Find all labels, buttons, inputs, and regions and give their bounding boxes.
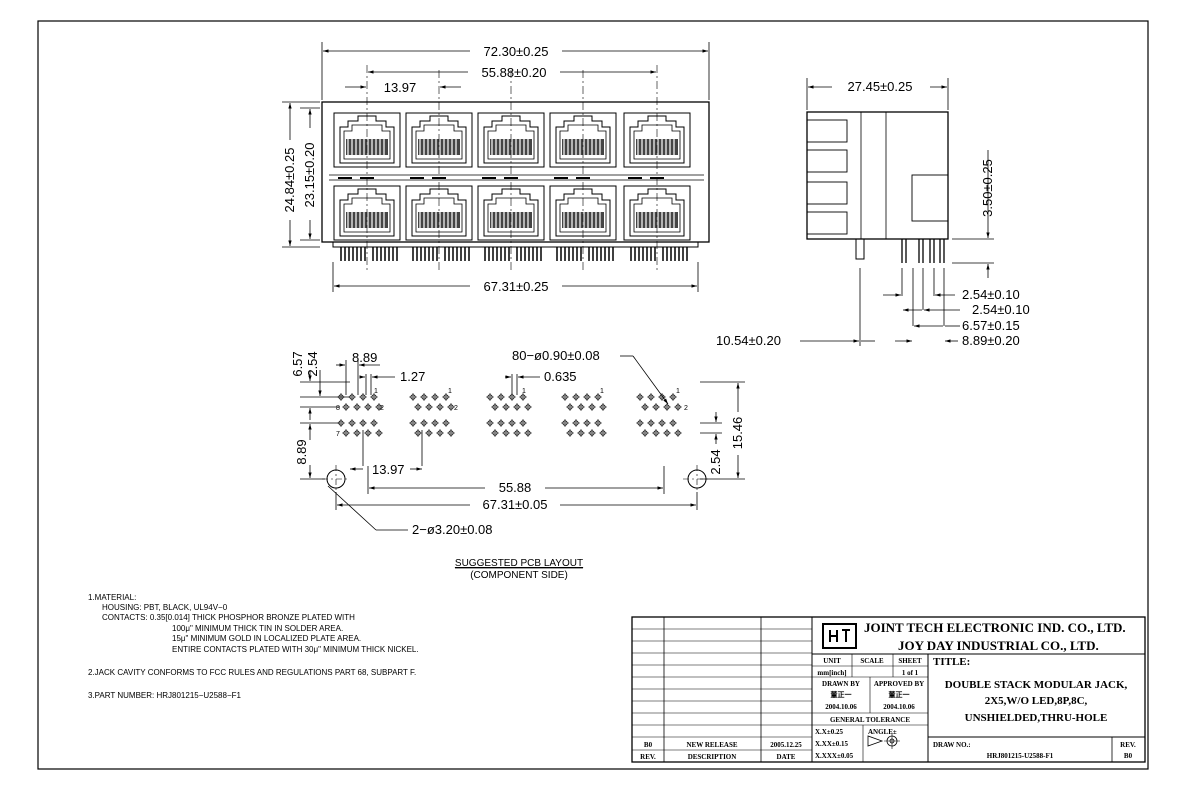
svg-text:REV.: REV. xyxy=(1120,741,1136,749)
dim-depth: 27.45±0.25 xyxy=(848,79,913,94)
pcb-dim-6731: 67.31±0.05 xyxy=(483,497,548,512)
svg-text:董正一: 董正一 xyxy=(889,690,910,699)
svg-text:1 of 1: 1 of 1 xyxy=(902,669,919,677)
svg-text:1.MATERIAL:: 1.MATERIAL: xyxy=(88,593,136,602)
svg-text:SHEET: SHEET xyxy=(898,657,922,665)
svg-text:ANGLE±: ANGLE± xyxy=(868,728,897,736)
svg-text:3.PART NUMBER: HRJ801215−U2588: 3.PART NUMBER: HRJ801215−U2588−F1 xyxy=(88,691,242,700)
side-dimensions xyxy=(800,78,994,346)
pcb-dim-254b: 2.54 xyxy=(708,449,723,474)
svg-text:1: 1 xyxy=(600,388,604,395)
pcb-caption: SUGGESTED PCB LAYOUT xyxy=(455,558,583,569)
pcb-dim-657: 6.57 xyxy=(290,351,305,376)
svg-text:2X5,W/O LED,8P,8C,: 2X5,W/O LED,8P,8C, xyxy=(985,695,1088,707)
svg-text:2004.10.06: 2004.10.06 xyxy=(883,703,915,711)
pcb-dim-5588: 55.88 xyxy=(499,480,532,495)
pcb-dim-127: 1.27 xyxy=(400,369,425,384)
pin-numbers: 1 2 8 7 1 2 1 1 1 2 xyxy=(336,388,688,438)
svg-text:DOUBLE STACK MODULAR JACK,: DOUBLE STACK MODULAR JACK, xyxy=(945,679,1128,691)
svg-text:2004.10.06: 2004.10.06 xyxy=(825,703,857,711)
svg-text:100μ" MINIMUM THICK TIN IN SOL: 100μ" MINIMUM THICK TIN IN SOLDER AREA. xyxy=(172,624,343,633)
svg-text:HRJ801215-U2588-F1: HRJ801215-U2588-F1 xyxy=(987,752,1054,760)
svg-text:DRAW NO.:: DRAW NO.: xyxy=(933,741,971,749)
svg-text:1: 1 xyxy=(522,388,526,395)
led-windows xyxy=(338,177,664,179)
dim-standoff: 3.50±0.25 xyxy=(980,159,995,217)
dim-pin-c: 6.57±0.15 xyxy=(962,318,1020,333)
svg-text:ENTIRE CONTACTS PLATED WITH 30: ENTIRE CONTACTS PLATED WITH 30μ" MINIMUM… xyxy=(172,645,419,654)
pcb-dim-1546: 15.46 xyxy=(730,417,745,450)
company-logo xyxy=(822,623,857,649)
svg-text:TITLE:: TITLE: xyxy=(933,656,970,668)
upper-ports xyxy=(333,112,691,168)
svg-text:2005.12.25: 2005.12.25 xyxy=(770,741,802,749)
svg-text:DRAWN BY: DRAWN BY xyxy=(822,680,860,688)
svg-text:NEW RELEASE: NEW RELEASE xyxy=(686,741,737,749)
svg-text:REV.: REV. xyxy=(640,753,656,761)
svg-text:UNIT: UNIT xyxy=(823,657,841,665)
lower-ports xyxy=(333,185,691,241)
dim-pin-a: 2.54±0.10 xyxy=(962,287,1020,302)
svg-text:1: 1 xyxy=(676,388,680,395)
svg-text:GENERAL TOLERANCE: GENERAL TOLERANCE xyxy=(830,716,910,724)
svg-text:X.XX±0.15: X.XX±0.15 xyxy=(815,740,849,748)
svg-text:JOY DAY INDUSTRIAL CO., LTD.: JOY DAY INDUSTRIAL CO., LTD. xyxy=(898,638,1099,653)
pcb-dim-889a: 8.89 xyxy=(352,350,377,365)
pcb-dim-254a: 2.54 xyxy=(305,351,320,376)
pcb-caption-sub: (COMPONENT SIDE) xyxy=(470,570,568,581)
dim-pin-span: 67.31±0.25 xyxy=(484,279,549,294)
pcb-dim-889b: 8.89 xyxy=(294,439,309,464)
pcb-dimensions xyxy=(300,355,745,531)
front-view xyxy=(321,65,710,270)
dim-pin-b: 2.54±0.10 xyxy=(972,302,1030,317)
svg-text:mm[inch]: mm[inch] xyxy=(817,669,846,677)
svg-text:JOINT TECH ELECTRONIC IND. CO.: JOINT TECH ELECTRONIC IND. CO., LTD. xyxy=(864,620,1126,635)
svg-text:8: 8 xyxy=(336,405,340,412)
svg-text:1: 1 xyxy=(374,388,378,395)
svg-text:2: 2 xyxy=(454,405,458,412)
pcb-dim-0635: 0.635 xyxy=(544,369,577,384)
dim-body-height: 23.15±0.20 xyxy=(302,143,317,208)
svg-text:DATE: DATE xyxy=(777,753,796,761)
front-pins xyxy=(340,246,688,262)
dim-overall-width: 72.30±0.25 xyxy=(484,44,549,59)
front-dimensions xyxy=(282,42,710,292)
dim-pitch-span: 55.88±0.20 xyxy=(482,65,547,80)
svg-text:2: 2 xyxy=(684,405,688,412)
svg-text:15μ" MINIMUM GOLD IN LOCALIZED: 15μ" MINIMUM GOLD IN LOCALIZED PLATE ARE… xyxy=(172,634,361,643)
title-block xyxy=(631,616,1146,763)
sheet-border xyxy=(37,20,1149,770)
side-view xyxy=(806,111,949,263)
svg-text:X.X±0.25: X.X±0.25 xyxy=(815,728,843,736)
pcb-mount: 2−ø3.20±0.08 xyxy=(412,522,493,537)
dim-port-pitch: 13.97 xyxy=(384,80,417,95)
svg-text:2.JACK CAVITY CONFORMS TO FCC: 2.JACK CAVITY CONFORMS TO FCC RULES AND … xyxy=(88,668,416,677)
svg-text:APPROVED BY: APPROVED BY xyxy=(874,680,924,688)
material-notes: 1.MATERIAL: HOUSING: PBT, BLACK, UL94V−0… xyxy=(88,593,419,700)
svg-text:CONTACTS: 0.35[0.014] THICK PH: CONTACTS: 0.35[0.014] THICK PHOSPHOR BRO… xyxy=(102,613,355,622)
pcb-dim-1397: 13.97 xyxy=(372,462,405,477)
svg-text:UNSHIELDED,THRU-HOLE: UNSHIELDED,THRU-HOLE xyxy=(965,712,1108,724)
svg-text:SCALE: SCALE xyxy=(860,657,884,665)
svg-text:1: 1 xyxy=(448,388,452,395)
svg-text:2: 2 xyxy=(380,405,384,412)
dim-pin-d: 8.89±0.20 xyxy=(962,333,1020,348)
svg-text:X.XXX±0.05: X.XXX±0.05 xyxy=(815,752,854,760)
svg-text:DESCRIPTION: DESCRIPTION xyxy=(688,753,737,761)
svg-text:B0: B0 xyxy=(1124,752,1133,760)
svg-text:董正一: 董正一 xyxy=(831,690,852,699)
svg-text:HOUSING: PBT, BLACK, UL94V−0: HOUSING: PBT, BLACK, UL94V−0 xyxy=(102,603,228,612)
dim-pin-e: 10.54±0.20 xyxy=(716,333,781,348)
pcb-holes: 80−ø0.90±0.08 xyxy=(512,348,600,363)
svg-text:7: 7 xyxy=(336,431,340,438)
title-block-text: JOINT TECH ELECTRONIC IND. CO., LTD. JOY… xyxy=(640,620,1136,761)
svg-text:B0: B0 xyxy=(644,741,653,749)
hole-groups xyxy=(337,393,682,437)
dim-overall-height: 24.84±0.25 xyxy=(282,148,297,213)
